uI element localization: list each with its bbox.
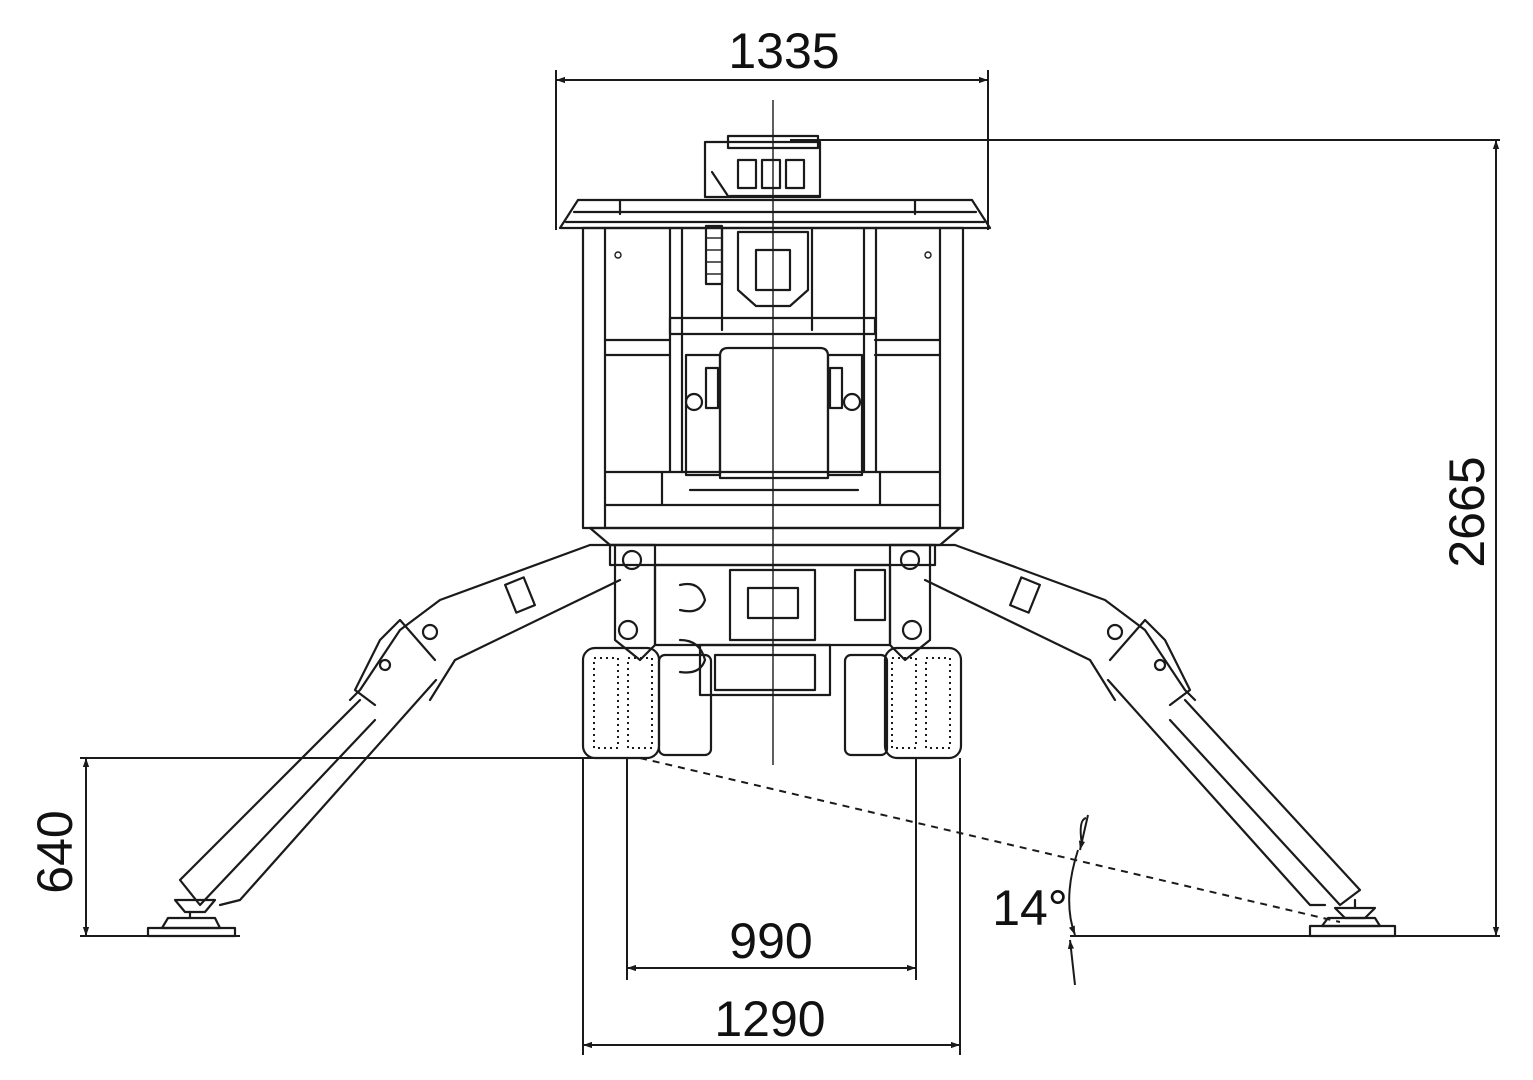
chassis [588,526,962,697]
basket [581,224,965,530]
slope-angle-label: 14° [992,880,1068,936]
track-outer-label: 1290 [714,991,825,1047]
track-inner-label: 990 [729,913,812,969]
outrigger-lift-label: 640 [27,810,83,893]
platform-width-label: 1335 [728,23,839,79]
right-track [843,646,963,760]
dimension-lines [80,70,1500,1055]
dimension-labels: 1335 2665 640 990 1290 14° [27,23,1495,1047]
overall-height-label: 2665 [1439,456,1495,567]
platform-rail [558,198,992,230]
right-outrigger [923,543,1397,938]
left-outrigger [146,543,622,938]
machine-outline [146,100,1397,938]
left-track [581,646,713,760]
control-unit [703,134,822,199]
